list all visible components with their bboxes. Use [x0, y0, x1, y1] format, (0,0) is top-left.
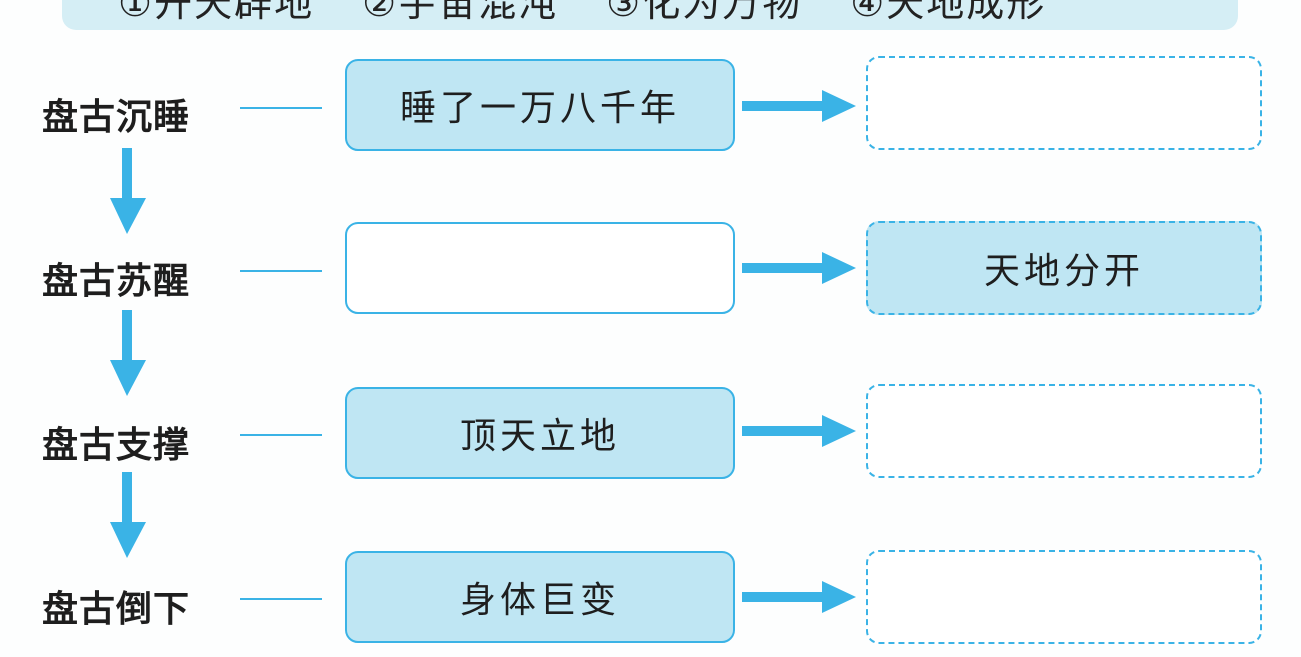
- option-3: ③化为万物: [606, 0, 803, 25]
- middle-box-support: 顶天立地: [345, 387, 735, 479]
- stage-label-support: 盘古支撑: [42, 425, 191, 466]
- stage-label-sleep: 盘古沉睡: [42, 97, 191, 138]
- right-arrow-icon: [742, 252, 856, 284]
- option-1: ①开天辟地: [118, 0, 315, 25]
- down-arrow-icon: [110, 148, 146, 234]
- result-box-wake: 天地分开: [866, 221, 1262, 315]
- option-2: ②宇宙混沌: [362, 0, 559, 25]
- middle-box-fall: 身体巨变: [345, 551, 735, 643]
- right-arrow-icon: [742, 415, 856, 447]
- answer-box-sleep[interactable]: [866, 56, 1262, 150]
- down-arrow-icon: [110, 472, 146, 558]
- connector-line: [240, 107, 322, 109]
- connector-line: [240, 270, 322, 272]
- down-arrow-icon: [110, 310, 146, 396]
- option-4: ④天地成形: [850, 0, 1047, 25]
- stage-label-fall: 盘古倒下: [42, 589, 191, 630]
- connector-line: [240, 434, 322, 436]
- stage-label-wake: 盘古苏醒: [42, 261, 191, 302]
- right-arrow-icon: [742, 90, 856, 122]
- options-banner: [62, 0, 1238, 30]
- connector-line: [240, 598, 322, 600]
- middle-box-sleep: 睡了一万八千年: [345, 59, 735, 151]
- answer-box-wake-middle[interactable]: [345, 222, 735, 314]
- options-row: ①开天辟地 ②宇宙混沌 ③化为万物 ④天地成形: [118, 0, 1046, 27]
- answer-box-support[interactable]: [866, 384, 1262, 478]
- answer-box-fall[interactable]: [866, 550, 1262, 644]
- right-arrow-icon: [742, 581, 856, 613]
